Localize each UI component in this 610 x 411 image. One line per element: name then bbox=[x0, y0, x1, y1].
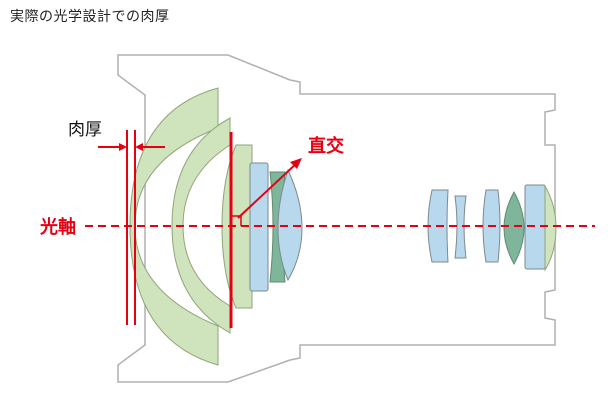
page-title: 実際の光学設計での肉厚 bbox=[10, 9, 170, 25]
front-meniscus-lens bbox=[129, 87, 219, 366]
orthogonal-arrowhead bbox=[290, 158, 302, 169]
rear-group-lens-6 bbox=[544, 184, 557, 272]
orthogonal-arrow-line bbox=[237, 161, 299, 219]
thickness-arrowhead-left bbox=[119, 143, 127, 151]
thickness-arrowhead-right bbox=[135, 143, 143, 151]
thickness-label: 肉厚 bbox=[68, 120, 102, 140]
rear-group-lens-2 bbox=[454, 195, 467, 259]
optical-axis-label: 光軸 bbox=[39, 216, 76, 238]
orthogonal-label: 直交 bbox=[308, 135, 344, 157]
front-group-lens-3 bbox=[277, 168, 303, 282]
lens-barrel-outline bbox=[117, 54, 556, 383]
rear-group-lens-4 bbox=[503, 190, 525, 266]
second-meniscus-lens bbox=[171, 117, 231, 334]
